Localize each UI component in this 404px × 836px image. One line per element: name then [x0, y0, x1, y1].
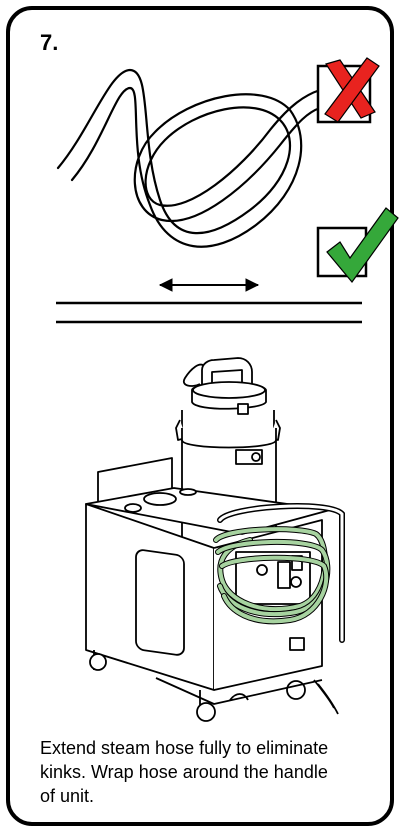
wrong-indicator — [318, 58, 379, 122]
caption-line-2: kinks. Wrap hose around the handle — [40, 760, 392, 784]
steam-unit-drawing — [86, 358, 338, 721]
instruction-caption: Extend steam hose fully to eliminate kin… — [40, 736, 392, 808]
right-indicator — [318, 208, 398, 282]
kinked-hose-drawing — [58, 70, 320, 247]
caption-line-1: Extend steam hose fully to eliminate — [40, 736, 392, 760]
extended-hose-drawing — [56, 279, 362, 322]
caption-line-3: of unit. — [40, 784, 392, 808]
